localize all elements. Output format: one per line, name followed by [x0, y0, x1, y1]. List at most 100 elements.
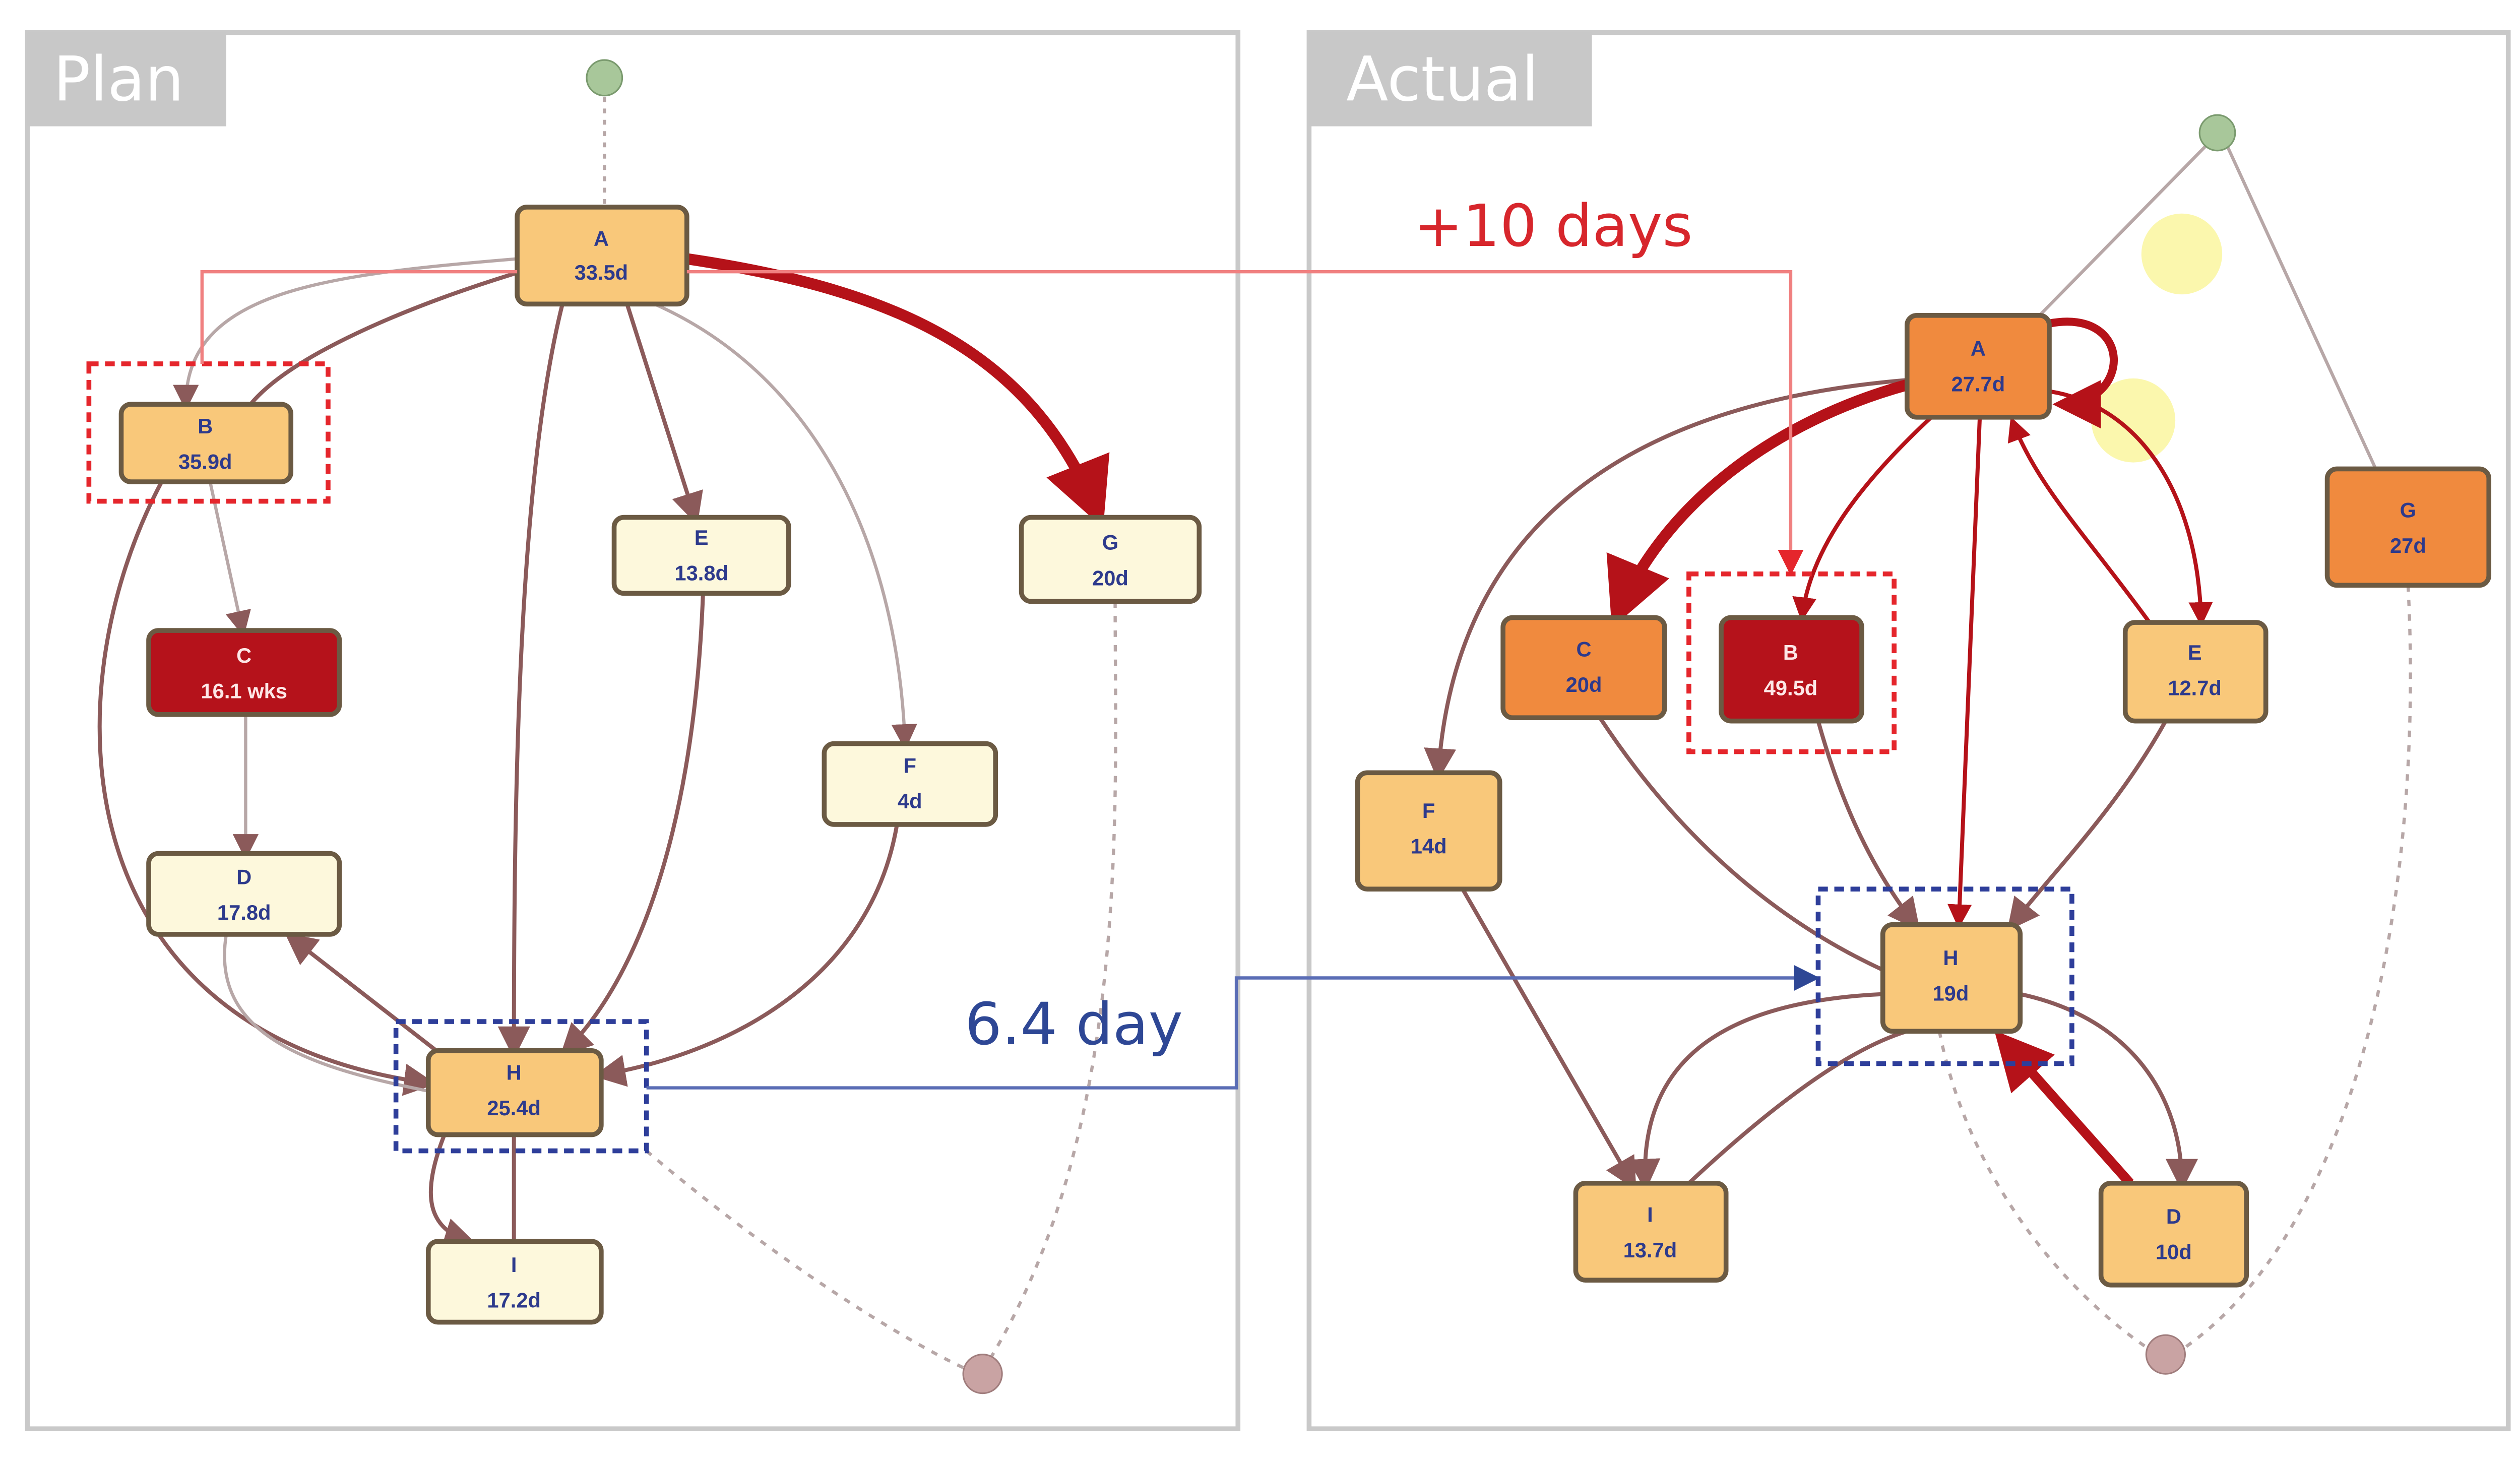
svg-text:G: G: [1102, 531, 1118, 554]
svg-text:G: G: [2400, 498, 2416, 522]
actual-title: Actual: [1346, 43, 1539, 115]
svg-text:D: D: [2166, 1204, 2181, 1228]
actual-node-a[interactable]: A 27.7d: [1905, 312, 2052, 420]
plan-node-d[interactable]: D 17.8d: [146, 851, 342, 937]
start-node-icon: [586, 59, 623, 97]
edge-a-self-loop: [2048, 317, 2118, 429]
edge-a-g: [686, 253, 1110, 528]
svg-text:49.5d: 49.5d: [1764, 676, 1818, 699]
end-node-icon: [2145, 1334, 2186, 1375]
edge-f-i: [1461, 888, 1636, 1190]
plan-node-b[interactable]: B 35.9d: [118, 402, 294, 484]
highlight-spot: [2141, 213, 2223, 295]
plan-b-highlight-box: [86, 361, 331, 504]
plan-node-g[interactable]: G 20d: [1019, 515, 1202, 604]
edge-a-f: [1424, 378, 1908, 781]
edge-h-d: [2020, 992, 2198, 1191]
plan-node-h[interactable]: H 25.4d: [425, 1048, 604, 1137]
start-node-icon: [2198, 114, 2236, 152]
svg-text:17.8d: 17.8d: [217, 901, 271, 924]
plan-node-i[interactable]: I 17.2d: [425, 1239, 604, 1325]
edge-e-h: [2007, 720, 2168, 931]
plan-node-a[interactable]: A 33.5d: [515, 205, 689, 307]
plan-edges: [97, 97, 1117, 1372]
svg-text:C: C: [236, 644, 251, 667]
svg-text:17.2d: 17.2d: [487, 1289, 541, 1312]
actual-node-d[interactable]: D 10d: [2098, 1180, 2249, 1288]
svg-text:H: H: [507, 1061, 522, 1085]
svg-text:E: E: [695, 526, 709, 549]
delay-connector-left: [200, 270, 518, 364]
edge-a-e: [625, 303, 703, 525]
edge-f-h: [593, 824, 899, 1087]
diff-label: 6.4 day: [965, 991, 1183, 1058]
svg-text:C: C: [1576, 637, 1591, 661]
delay-label: +10 days: [1414, 193, 1693, 260]
svg-text:I: I: [1647, 1203, 1653, 1227]
edge-a-b: [1792, 415, 1933, 622]
edge-a-h: [497, 303, 564, 1059]
delay-connector: [686, 270, 1804, 576]
svg-text:16.1 wks: 16.1 wks: [201, 679, 287, 703]
svg-text:4d: 4d: [898, 789, 922, 813]
edge-start-g: [2225, 145, 2377, 470]
svg-text:20d: 20d: [1566, 673, 1602, 696]
svg-text:F: F: [1422, 799, 1435, 822]
actual-tab: [1309, 32, 1592, 126]
svg-text:B: B: [198, 414, 213, 438]
edge-a-f: [654, 302, 917, 750]
actual-node-f[interactable]: F 14d: [1355, 770, 1502, 892]
edge-start-a: [2038, 144, 2208, 317]
plan-node-e[interactable]: E 13.8d: [611, 515, 791, 596]
edge-i-h: [1687, 1029, 1908, 1185]
svg-text:14d: 14d: [1411, 835, 1447, 858]
svg-text:12.7d: 12.7d: [2168, 676, 2222, 699]
plan-title: Plan: [53, 43, 184, 115]
edge-a-h: [1947, 417, 1982, 929]
actual-panel-frame: [1306, 30, 2511, 1431]
edge-b-h: [97, 481, 436, 1096]
edge-d-h: [223, 934, 429, 1093]
svg-text:13.7d: 13.7d: [1623, 1238, 1677, 1262]
svg-text:D: D: [236, 865, 251, 889]
edge-e-a: [2007, 416, 2152, 624]
actual-edges: [1424, 144, 2412, 1356]
plan-panel: Plan A 33.5d B 35.9d C 16.1 wks D 17.8d: [25, 30, 1241, 1431]
actual-node-b[interactable]: B 49.5d: [1719, 615, 1864, 724]
actual-node-h[interactable]: H 19d: [1880, 922, 2023, 1034]
diff-connector: [646, 965, 1820, 1090]
svg-text:A: A: [594, 227, 609, 250]
actual-node-c[interactable]: C 20d: [1500, 615, 1667, 721]
comparison-annotations: +10 days 6.4 day: [200, 193, 1820, 1090]
svg-text:13.8d: 13.8d: [674, 561, 728, 585]
plan-node-c[interactable]: C 16.1 wks: [146, 628, 342, 717]
edge-b-c: [208, 481, 251, 637]
edge-g-end: [2181, 585, 2412, 1351]
svg-text:27.7d: 27.7d: [1951, 372, 2005, 396]
edge-a-b: [173, 257, 518, 411]
edge-a-c: [1606, 379, 1909, 628]
svg-text:A: A: [1971, 337, 1986, 360]
svg-text:19d: 19d: [1932, 981, 1969, 1005]
actual-node-e[interactable]: E 12.7d: [2122, 620, 2269, 724]
svg-text:10d: 10d: [2156, 1240, 2192, 1263]
svg-text:35.9d: 35.9d: [178, 450, 232, 473]
edge-h-i-2: [428, 1134, 477, 1250]
actual-node-i[interactable]: I 13.7d: [1573, 1180, 1729, 1283]
svg-text:B: B: [1783, 641, 1798, 664]
svg-text:33.5d: 33.5d: [575, 261, 628, 284]
svg-text:F: F: [904, 753, 916, 777]
svg-text:20d: 20d: [1092, 566, 1128, 590]
end-node-icon: [962, 1354, 1003, 1394]
svg-text:E: E: [2188, 641, 2202, 664]
edge-b-h: [1816, 720, 1920, 931]
svg-text:25.4d: 25.4d: [487, 1096, 541, 1120]
highlight-spot: [2091, 378, 2176, 463]
edge-h-d: [284, 932, 438, 1052]
plan-node-f[interactable]: F 4d: [822, 741, 998, 827]
svg-text:I: I: [511, 1253, 517, 1277]
svg-text:H: H: [1943, 946, 1958, 970]
